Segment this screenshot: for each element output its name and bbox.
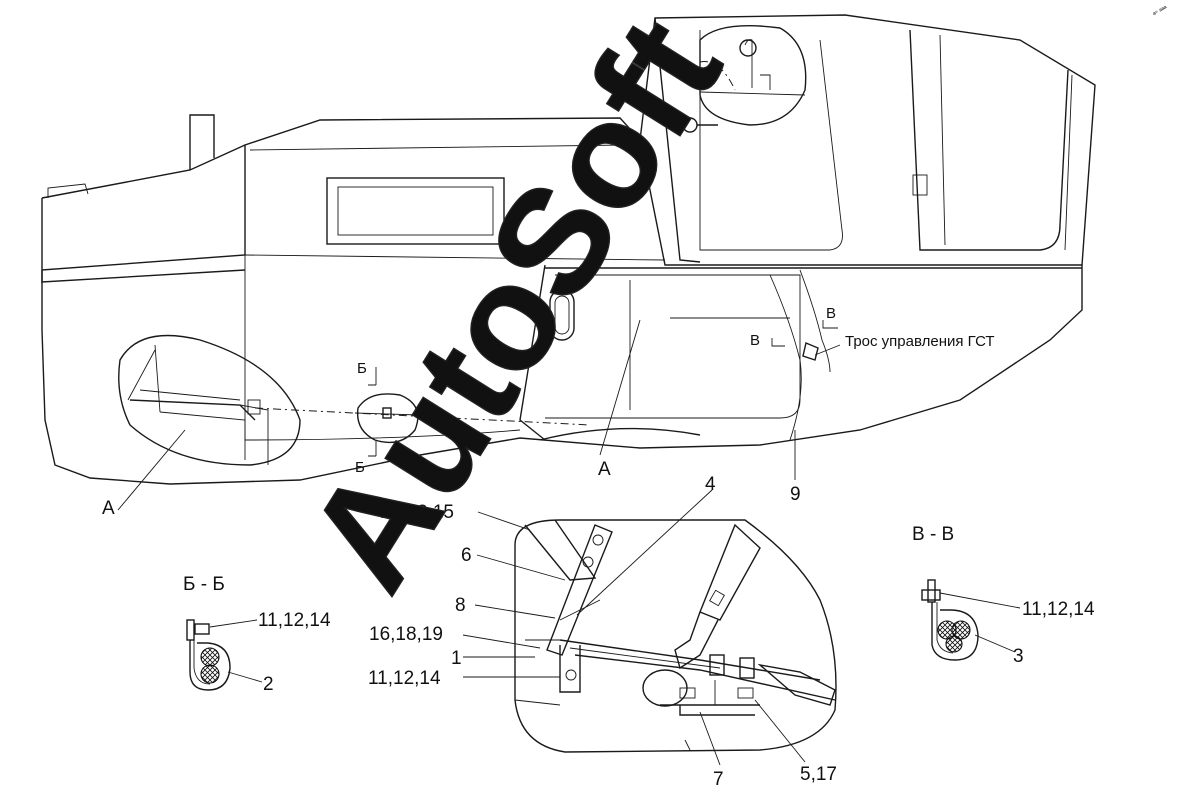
detail-view-a	[514, 519, 837, 753]
section-v-v-clamp	[921, 579, 979, 661]
view-a-top-label: А	[598, 459, 611, 480]
view-a-bubble	[118, 334, 591, 466]
corner-mark: ª° ªªª	[1152, 4, 1169, 19]
callout-4: 4	[705, 474, 716, 495]
callout-16-18-19: 16,18,19	[369, 624, 443, 645]
leader-view-a	[117, 429, 186, 511]
section-v-right-label: В	[826, 305, 836, 322]
section-b-title: Б - Б	[183, 574, 225, 595]
machine-body	[41, 14, 1096, 485]
section-b-lower-label: Б	[355, 459, 365, 476]
callout-11-12-14: 11,12,14	[368, 668, 441, 689]
callout-v-clamp: 3	[1013, 646, 1024, 667]
section-v-title: В - В	[912, 524, 954, 545]
callout-leaders	[209, 489, 1021, 766]
callout-v-fastener: 11,12,14	[1022, 599, 1095, 620]
callout-7: 7	[713, 769, 724, 790]
callout-10-13-15: 10,13,15	[380, 502, 454, 523]
callout-b-fastener: 11,12,14	[258, 610, 331, 631]
drawing-labels: Б Б А А В В Трос управления ГСТ 9 Б - Б …	[102, 4, 1169, 790]
section-b-b-clamp	[186, 619, 231, 691]
cable-route	[670, 269, 841, 480]
view-a-left-label: А	[102, 498, 115, 519]
leader-view-a-top	[599, 319, 641, 456]
callout-5-17: 5,17	[800, 764, 837, 785]
section-v-left-label: В	[750, 332, 760, 349]
callout-8: 8	[455, 595, 466, 616]
section-b-upper-label: Б	[357, 360, 367, 377]
callout-b-clamp: 2	[263, 674, 274, 695]
callout-6: 6	[461, 545, 472, 566]
section-b-bubble	[354, 367, 421, 457]
cable-note-label: Трос управления ГСТ	[845, 333, 995, 350]
callout-1: 1	[451, 648, 462, 669]
part-9-label: 9	[790, 484, 801, 505]
